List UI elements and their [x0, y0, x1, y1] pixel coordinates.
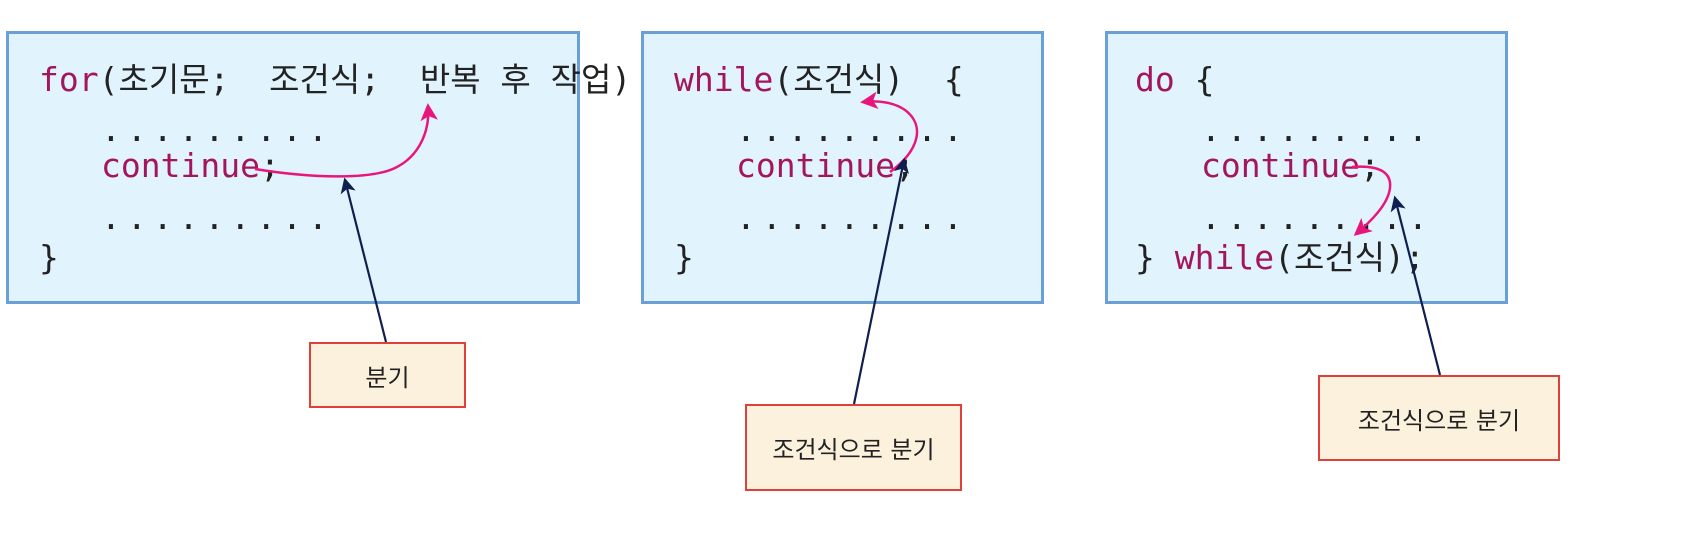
for-continue-semicolon: ; [259, 146, 280, 185]
do-dots-bottom: ......... [1201, 198, 1434, 237]
do-continue-keyword: continue [1201, 146, 1360, 185]
for-dots-top: ......... [101, 110, 334, 149]
while-branch-label: 조건식으로 분기 [745, 404, 962, 491]
do-header-rest: { [1174, 60, 1215, 99]
while-continue-flow-arrow [860, 91, 919, 174]
do-while-loop-code-box: do { ......... continue; ......... } whi… [1105, 31, 1508, 304]
do-close-brace: } [1135, 238, 1175, 277]
for-dots-bottom: ......... [101, 198, 334, 237]
while-keyword: while [674, 60, 774, 99]
while-header-line: while(조건식) { [674, 60, 964, 100]
while-pointer-arrow [852, 157, 909, 405]
do-close-rest: (조건식); [1274, 238, 1425, 277]
for-continue-keyword: continue [101, 146, 260, 185]
for-branch-label: 분기 [309, 342, 466, 408]
for-keyword: for [39, 60, 99, 99]
while-header-rest: (조건식) { [773, 60, 964, 99]
do-while-pointer-arrow [1390, 195, 1442, 376]
while-loop-code-box: while(조건식) { ......... continue; .......… [641, 31, 1044, 304]
do-continue-line: continue; [1201, 146, 1380, 186]
while-continue-keyword: continue [736, 146, 895, 185]
for-continue-flow-arrow [254, 103, 438, 178]
do-dots-top: ......... [1201, 110, 1434, 149]
do-continue-flow-arrow [1351, 165, 1392, 236]
do-while-branch-label: 조건식으로 분기 [1318, 375, 1560, 461]
for-continue-line: continue; [101, 146, 280, 186]
while-close-brace: } [674, 238, 694, 277]
while-dots-bottom: ......... [736, 198, 969, 237]
for-close-brace: } [39, 238, 59, 277]
do-close-line: } while(조건식); [1135, 238, 1425, 278]
do-header-line: do { [1135, 60, 1215, 100]
do-continue-semicolon: ; [1359, 146, 1380, 185]
do-close-while-keyword: while [1174, 238, 1275, 277]
while-dots-top: ......... [736, 110, 969, 149]
for-pointer-arrow [340, 177, 388, 343]
do-keyword: do [1135, 60, 1175, 99]
